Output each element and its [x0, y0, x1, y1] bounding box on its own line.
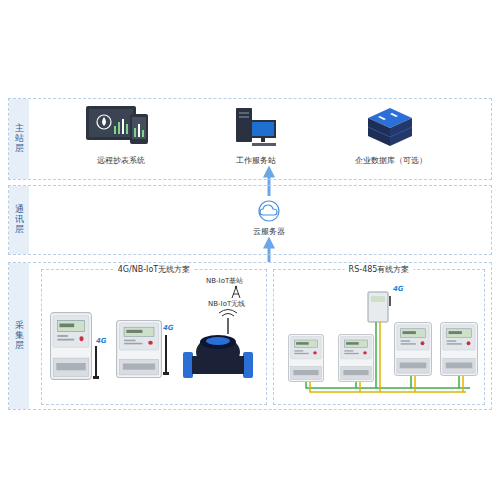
system-node: 云服务器	[229, 196, 309, 238]
node-label: 企业数据库（可选）	[355, 155, 427, 166]
node-label-row: 云服务器	[229, 219, 309, 238]
nb-iot-tower	[232, 286, 240, 298]
layer-band: 采集层4G/NB-IoT无线方案RS-485有线方案	[8, 262, 492, 410]
water-meter	[183, 310, 253, 379]
node-label-row: 企业数据库（可选）	[331, 148, 451, 167]
annotation-label: NB-IoT基站	[206, 276, 243, 286]
layer-label-column: 通讯层	[9, 186, 29, 254]
system-node: 企业数据库（可选）	[331, 103, 451, 167]
network-badge: 4G	[163, 324, 174, 332]
flow-arrow	[268, 170, 271, 196]
meter-system-icon	[86, 106, 148, 144]
layer-name: 通讯层	[15, 205, 24, 235]
scheme-panel: RS-485有线方案	[273, 269, 485, 405]
layer-label-column: 主站层	[9, 99, 29, 179]
network-badge: 4G	[393, 285, 404, 293]
node-label: 工作服务站	[236, 155, 276, 166]
system-node: 远程抄表系统	[71, 103, 171, 167]
flow-arrow	[268, 241, 271, 262]
scheme-title: RS-485有线方案	[345, 264, 414, 275]
database-icon	[368, 108, 412, 146]
layer-name: 采集层	[15, 321, 24, 351]
layer-label-column: 采集层	[9, 263, 29, 409]
scheme-title: 4G/NB-IoT无线方案	[114, 264, 194, 275]
layer-band: 主站层远程抄表系统 工作服务站 企业数据库（可选）	[8, 98, 492, 180]
layer-band: 通讯层云服务器	[8, 185, 492, 255]
rs485-devices	[288, 292, 477, 392]
annotation-label: NB-IoT无线	[208, 299, 245, 309]
scheme-panel: 4G/NB-IoT无线方案	[41, 269, 267, 405]
node-label-row: 工作服务站	[211, 148, 301, 167]
node-label: 远程抄表系统	[97, 155, 145, 166]
cloud-icon	[259, 201, 279, 221]
system-node: 工作服务站	[211, 103, 301, 167]
node-label: 云服务器	[253, 226, 285, 237]
workstation-icon	[236, 108, 276, 146]
network-badge: 4G	[96, 337, 107, 345]
layer-name: 主站层	[15, 124, 24, 154]
wireless-meters	[51, 313, 169, 380]
node-label-row: 远程抄表系统	[71, 148, 171, 167]
